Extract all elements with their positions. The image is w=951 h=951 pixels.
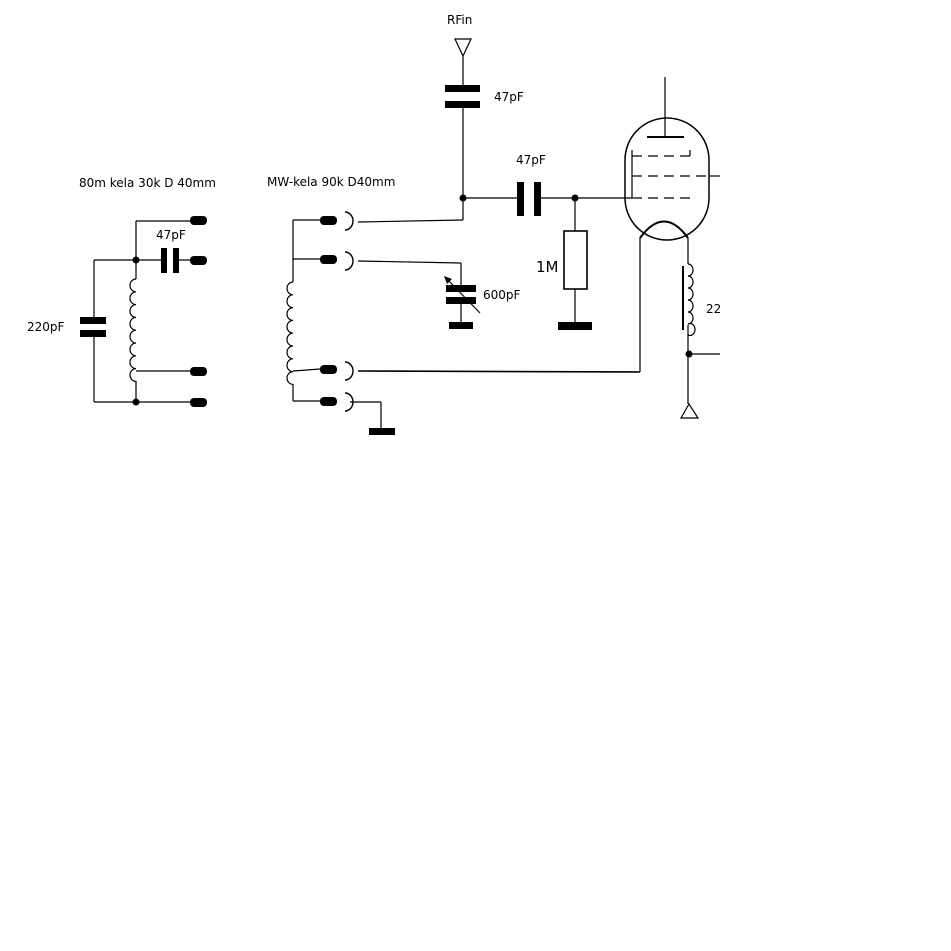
coil-80m-parallel-capacitor-label: 220pF: [27, 320, 65, 334]
ground-symbol: [369, 428, 395, 435]
mw-coil: MW-kela 90k D40mm: [267, 175, 395, 435]
cathode-choke: 22: [679, 263, 721, 419]
input-capacitor: 47pF: [445, 85, 524, 198]
coil-80m-title: 80m kela 30k D 40mm: [79, 176, 216, 190]
input-capacitor-label: 47pF: [494, 90, 524, 104]
grid-resistor-label: 1M: [536, 258, 559, 276]
coil-pin: [320, 361, 354, 381]
ground-triangle: [679, 402, 700, 419]
coil-pin: [190, 367, 207, 376]
coil-80m: 80m kela 30k D 40mm 47pF 220pF: [27, 176, 216, 407]
rf-input: RFin: [447, 13, 472, 85]
coil-80m-series-capacitor: 47pF: [156, 228, 190, 273]
coil-pin: [190, 216, 207, 225]
coil-pin: [320, 251, 354, 271]
junction-dot: [132, 398, 140, 406]
rf-in-label: RFin: [447, 13, 472, 27]
ground-symbol: [449, 322, 473, 329]
coil-pin: [320, 392, 354, 412]
mw-coil-title: MW-kela 90k D40mm: [267, 175, 395, 189]
variable-capacitor: 600pF: [357, 260, 521, 329]
grid-capacitor-label: 47pF: [516, 153, 546, 167]
choke-label: 22: [706, 302, 721, 316]
grid-capacitor: 47pF: [516, 153, 546, 216]
ground-symbol: [558, 322, 592, 330]
coil-80m-parallel-capacitor: 220pF: [27, 260, 106, 402]
vacuum-tube: [624, 77, 720, 372]
variable-capacitor-label: 600pF: [483, 288, 521, 302]
antenna-symbol: [454, 38, 472, 58]
coil-pin: [320, 211, 354, 231]
coil-pin: [190, 398, 207, 407]
coil-80m-series-capacitor-label: 47pF: [156, 228, 186, 242]
coil-pin: [190, 256, 207, 265]
grid-resistor: 1M: [536, 198, 592, 330]
